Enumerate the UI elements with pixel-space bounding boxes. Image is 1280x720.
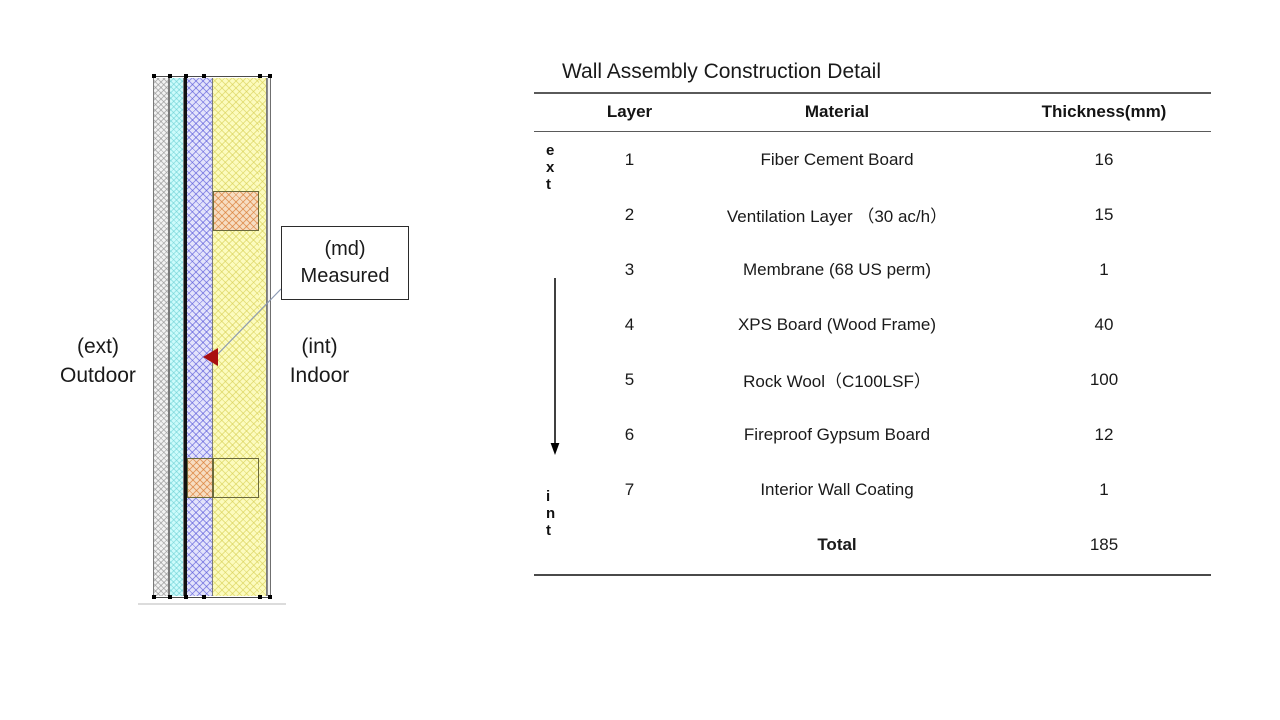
boundary-dot — [168, 74, 172, 78]
construction-detail-table: Layer Material Thickness(mm) 1 Fiber Ceme… — [534, 92, 1211, 572]
bottom-boundary-line — [153, 597, 271, 598]
layer-rock-wool — [213, 78, 259, 596]
row-material: Fiber Cement Board — [760, 149, 914, 169]
callout-code: (md) — [324, 238, 366, 260]
exterior-letter: e — [546, 142, 555, 159]
row-layer: 3 — [624, 259, 635, 279]
label-indoor: (int) Indoor — [262, 332, 377, 390]
boundary-dot — [184, 74, 188, 78]
boundary-dot — [152, 595, 156, 599]
boundary-dot — [168, 595, 172, 599]
row-layer: 4 — [624, 314, 635, 334]
row-material: Ventilation Layer （30 ac/h） — [726, 207, 948, 226]
row-layer: 6 — [624, 424, 635, 444]
callout-label: Measured — [300, 265, 390, 287]
interior-letter: n — [546, 505, 556, 522]
measurement-point-marker-icon — [203, 348, 218, 366]
table-row: 6 Fireproof Gypsum Board 12 — [534, 407, 1211, 462]
header-thickness: Thickness(mm) — [997, 92, 1211, 132]
outdoor-name: Outdoor — [60, 364, 136, 387]
wood-frame-stud-bottom — [187, 458, 213, 498]
row-side-spacer — [534, 187, 582, 242]
boundary-dot — [258, 74, 262, 78]
table-bottom-rule — [534, 574, 1211, 576]
indoor-name: Indoor — [289, 364, 350, 387]
construction-detail-panel: Wall Assembly Construction Detail Layer … — [534, 58, 1224, 576]
row-material: Interior Wall Coating — [760, 479, 914, 499]
exterior-letter: x — [546, 159, 555, 176]
row-layer: 2 — [624, 204, 635, 224]
boundary-dot — [184, 595, 188, 599]
table-row: 4 XPS Board (Wood Frame) 40 — [534, 297, 1211, 352]
top-boundary-line — [153, 76, 271, 77]
wall-section-figure: (md) Measured (ext) Outdoor (int) Indoor — [0, 0, 470, 720]
row-layer: 1 — [624, 149, 635, 169]
row-thickness: 100 — [1089, 369, 1119, 389]
header-material: Material — [677, 92, 997, 132]
down-arrow-icon — [550, 278, 560, 455]
row-side-spacer — [534, 132, 582, 188]
row-thickness: 40 — [1094, 314, 1114, 334]
layer-fiber-cement-board — [153, 78, 169, 596]
boundary-dot — [268, 74, 272, 78]
total-side-spacer — [534, 517, 582, 572]
total-blank — [582, 517, 677, 572]
wall-layer-stack — [153, 78, 271, 596]
boundary-dot — [202, 595, 206, 599]
row-thickness: 16 — [1094, 149, 1114, 169]
total-label: Total — [817, 534, 857, 554]
table-row: 2 Ventilation Layer （30 ac/h） 15 — [534, 187, 1211, 242]
interior-letter: i — [546, 488, 551, 505]
ground-baseline — [138, 603, 286, 605]
row-layer: 7 — [624, 479, 635, 499]
total-thickness: 185 — [1089, 534, 1119, 554]
interior-letter: t — [546, 522, 551, 539]
table-row: 1 Fiber Cement Board 16 — [534, 132, 1211, 188]
row-material: Fireproof Gypsum Board — [743, 424, 931, 444]
header-layer: Layer — [582, 92, 677, 132]
row-material: Rock Wool（C100LSF） — [743, 372, 931, 391]
table-total-row: Total 185 — [534, 517, 1211, 572]
row-thickness: 12 — [1094, 424, 1114, 444]
row-side-spacer — [534, 462, 582, 517]
callout-measured: (md) Measured — [281, 226, 409, 300]
header-side-spacer — [534, 92, 582, 132]
boundary-dot — [202, 74, 206, 78]
cavity-outline-bottom — [213, 458, 259, 498]
table-header-row: Layer Material Thickness(mm) — [534, 92, 1211, 132]
row-thickness: 1 — [1099, 259, 1109, 279]
row-material: Membrane (68 US perm) — [742, 259, 931, 279]
row-material: XPS Board (Wood Frame) — [737, 314, 937, 334]
boundary-dot — [152, 74, 156, 78]
label-outdoor: (ext) Outdoor — [28, 332, 168, 390]
page-title: Wall Assembly Construction Detail — [562, 60, 881, 83]
table-row: 5 Rock Wool（C100LSF） 100 — [534, 352, 1211, 407]
row-thickness: 15 — [1094, 204, 1114, 224]
layer-ventilation — [169, 78, 184, 596]
row-layer: 5 — [624, 369, 635, 389]
wood-frame-stud-top — [213, 191, 259, 231]
boundary-dot — [258, 595, 262, 599]
table-row: 3 Membrane (68 US perm) 1 — [534, 242, 1211, 297]
layer-membrane — [184, 78, 187, 596]
exterior-letter: t — [546, 176, 551, 193]
indoor-code: (int) — [301, 335, 338, 358]
boundary-dot — [268, 595, 272, 599]
layer-xps-board — [187, 78, 213, 596]
row-thickness: 1 — [1099, 479, 1109, 499]
outdoor-code: (ext) — [77, 335, 119, 358]
table-row: 7 Interior Wall Coating 1 — [534, 462, 1211, 517]
